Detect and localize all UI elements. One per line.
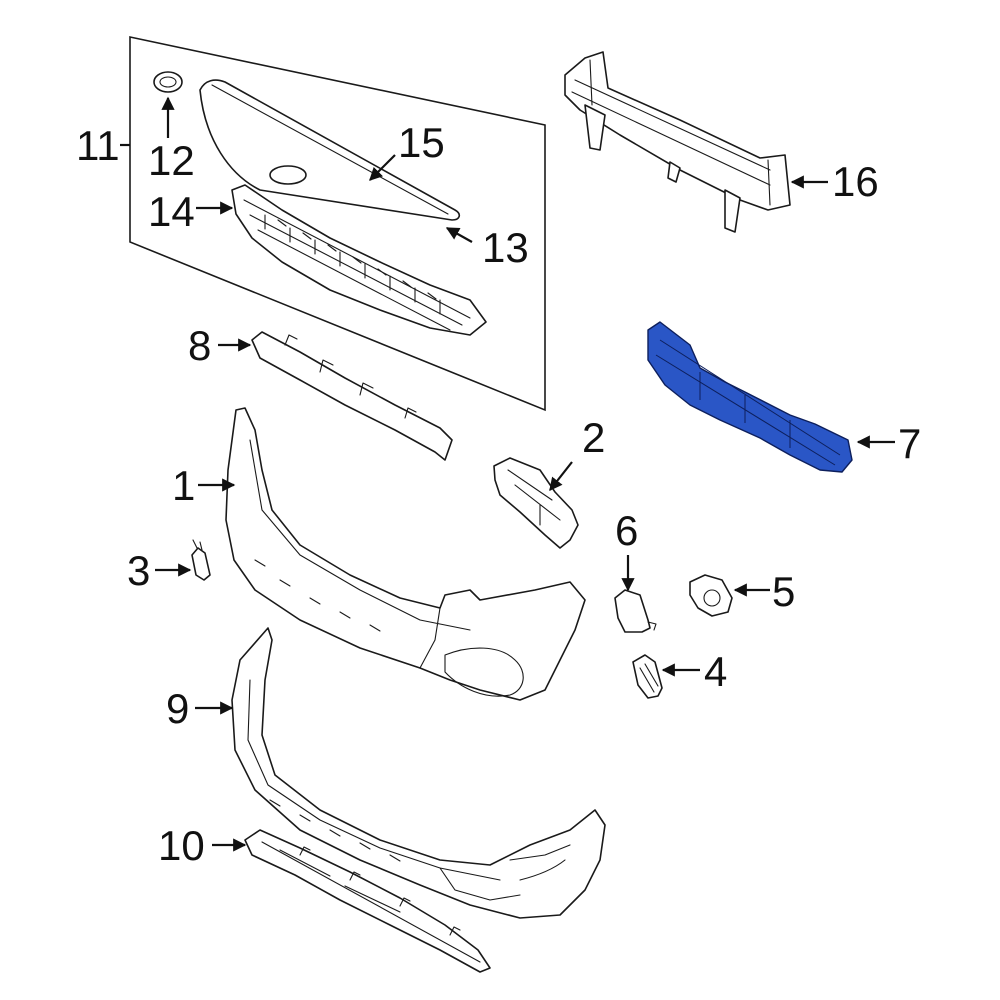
callout-8: 8 [188,322,211,369]
callout-1: 1 [172,462,195,509]
part-2-side-bracket [493,457,579,549]
callout-9: 9 [166,685,189,732]
callout-3: 3 [127,547,150,594]
callout-12: 12 [148,137,195,184]
callout-13: 13 [482,224,529,271]
part-10-skid-plate [244,829,491,973]
callout-10: 10 [158,822,205,869]
part-12-emblem [153,71,183,93]
callout-14: 14 [148,188,195,235]
part-7-energy-absorber [647,321,853,473]
part-14-grille [231,184,487,336]
callout-2: 2 [582,414,605,461]
part-9-lower-valance [231,627,606,919]
part-15-grille-molding [199,79,461,221]
callout-4: 4 [704,648,727,695]
part-5-sensor [689,574,733,617]
part-8-bracket [251,331,453,461]
part-1-bumper-cover [225,407,586,701]
callout-7: 7 [898,420,921,467]
callout-6: 6 [615,507,638,554]
callout-16: 16 [832,158,879,205]
part-16-impact-bar [564,51,791,233]
part-4-bezel [632,654,663,699]
callout-11: 11 [76,122,120,169]
leader-lines [120,96,895,852]
callout-5: 5 [772,568,795,615]
part-3-clip [191,539,211,581]
callout-15: 15 [398,119,445,166]
part-6-sensor-bracket [614,589,657,633]
callout-labels: 11 12 15 14 13 16 8 7 1 2 3 6 5 4 9 10 [76,119,921,869]
